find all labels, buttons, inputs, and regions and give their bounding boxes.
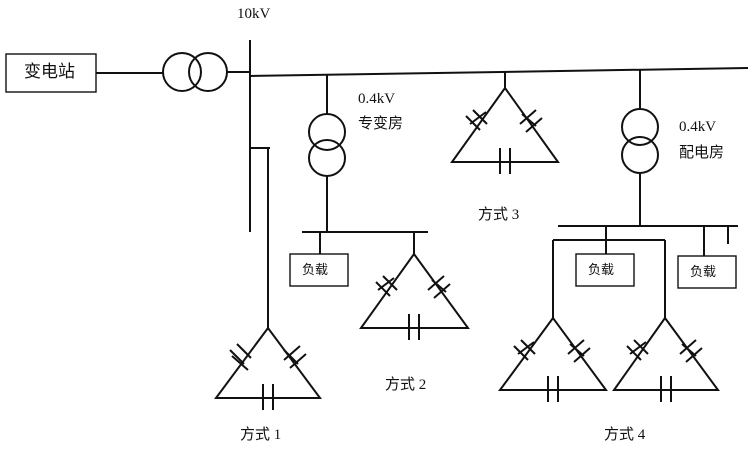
mode3-capacitor-bank [450,86,560,174]
mode3-label: 方式 3 [478,207,520,223]
bus-voltage-label: 10kV [237,6,271,22]
substation-box [5,53,97,93]
mode2-load-label: 负载 [302,262,329,277]
mode1-label: 方式 1 [240,427,282,443]
distribution-room-name: 配电房 [679,145,725,161]
mode1-capacitor-bank [214,326,322,410]
mode4-load1-box [575,253,635,287]
mode4-capacitor-bank-2 [612,316,720,402]
mode4-capacitor-bank-1 [498,316,608,402]
mode4-load2-label: 负载 [690,264,717,279]
dedicated-room-name: 专变房 [358,116,404,132]
main-transformer-icon [162,52,228,92]
mode2-capacitor-bank [359,252,470,340]
mode4-load2-box [677,255,737,289]
mode2-label: 方式 2 [385,377,427,393]
mode4-label: 方式 4 [604,427,646,443]
dedicated-room-voltage: 0.4kV [358,91,396,107]
substation-label: 变电站 [24,62,75,81]
mode2-load-box [289,253,349,287]
distribution-room-voltage: 0.4kV [679,119,717,135]
dedicated-transformer-icon [308,113,346,177]
main-10kv-line [249,67,749,77]
mode4-load1-label: 负载 [588,262,615,277]
distribution-transformer-icon [621,108,659,174]
